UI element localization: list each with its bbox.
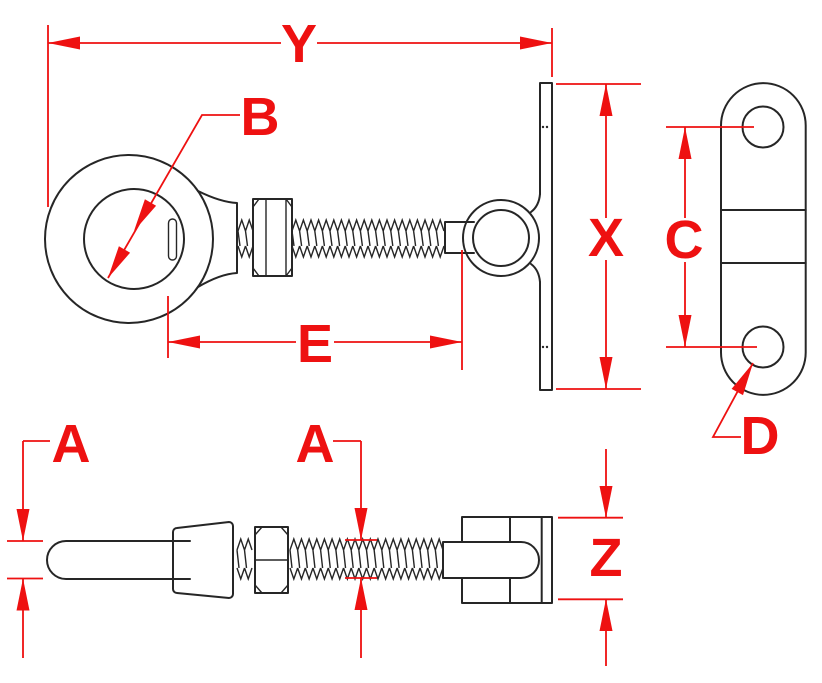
leader-B-arrow-2 — [108, 246, 131, 278]
dim-A-left: A — [7, 414, 91, 658]
eye-flat-bar — [46, 540, 191, 580]
loop-outer-circle — [462, 199, 540, 277]
dim-A-left-arrow-top — [16, 509, 30, 541]
hidden-line-dot — [541, 125, 545, 129]
plate-bend-lines — [720, 209, 807, 264]
bracket-outline — [461, 516, 553, 604]
dim-C-arrow-top — [678, 127, 692, 159]
plate-front-view — [720, 82, 807, 396]
dim-C-arrow-bottom — [678, 315, 692, 347]
dim-A-left-lines — [7, 440, 50, 658]
nut-profile-facets — [254, 526, 289, 594]
dim-Y-lines — [47, 25, 553, 207]
dim-A-right: A — [296, 414, 377, 658]
threads-4 — [289, 536, 444, 582]
dim-label-x: X — [588, 208, 624, 268]
eye-inner-circle — [83, 188, 185, 290]
dim-label-c: C — [665, 210, 704, 270]
dim-label-a-left: A — [52, 414, 91, 474]
eye-slot-detail — [167, 218, 178, 261]
dim-E: E — [167, 250, 463, 374]
leader-B: B — [107, 87, 280, 279]
plain-shank — [444, 221, 475, 254]
leader-D: D — [711, 362, 780, 466]
dim-E-arrow-left — [168, 335, 200, 349]
dim-Z-arrow-top — [599, 486, 613, 518]
dim-label-z: Z — [590, 528, 623, 588]
dim-label-y: Y — [281, 14, 317, 74]
dim-Y-arrow-right — [520, 36, 552, 50]
dim-X-arrow-bottom — [599, 357, 613, 389]
dim-Z-arrow-bottom — [599, 599, 613, 631]
dim-Y-arrow-left — [48, 36, 80, 50]
dim-label-d: D — [741, 406, 780, 466]
threads-3 — [236, 536, 253, 582]
plate-strip — [539, 82, 553, 391]
dim-X-arrow-top — [599, 84, 613, 116]
plate-outline — [720, 82, 807, 396]
leader-B-arrow-1 — [134, 199, 157, 231]
dim-A-left-arrow-bottom — [16, 578, 30, 611]
dim-A-right-arrow-top — [354, 508, 368, 540]
dim-E-lines — [167, 250, 463, 370]
shoulder-profile — [172, 521, 234, 599]
eye-outer-circle — [44, 154, 214, 324]
shoulder-top-view — [197, 190, 238, 288]
dim-Z-lines — [558, 449, 623, 666]
dim-label-a-right: A — [296, 414, 335, 474]
dim-Y: Y — [47, 14, 553, 207]
dim-label-b: B — [241, 87, 280, 147]
nut-top-view — [252, 198, 293, 277]
dim-C-lines — [666, 126, 757, 348]
hidden-line-dot — [545, 345, 549, 349]
dim-A-right-lines — [333, 440, 377, 658]
dim-A-right-arrow-bottom — [354, 578, 368, 610]
leader-D-arrow — [731, 363, 753, 396]
side-profile-view — [46, 516, 553, 604]
bolt-rounded-end — [442, 541, 540, 579]
dim-X: X — [556, 83, 641, 390]
hidden-line-dot — [541, 345, 545, 349]
dim-label-e: E — [297, 314, 333, 374]
loop-inner-circle — [472, 209, 530, 267]
dim-Z: Z — [558, 449, 623, 666]
dim-X-lines — [556, 83, 641, 390]
nut-facets — [252, 198, 293, 277]
threads-2 — [291, 217, 445, 260]
loop-strip-fillets — [530, 193, 541, 283]
dim-C: C — [665, 126, 757, 348]
dim-E-arrow-right — [430, 335, 462, 349]
top-view-assembly — [44, 82, 553, 391]
threads-1 — [237, 217, 254, 260]
hidden-line-dot — [545, 125, 549, 129]
